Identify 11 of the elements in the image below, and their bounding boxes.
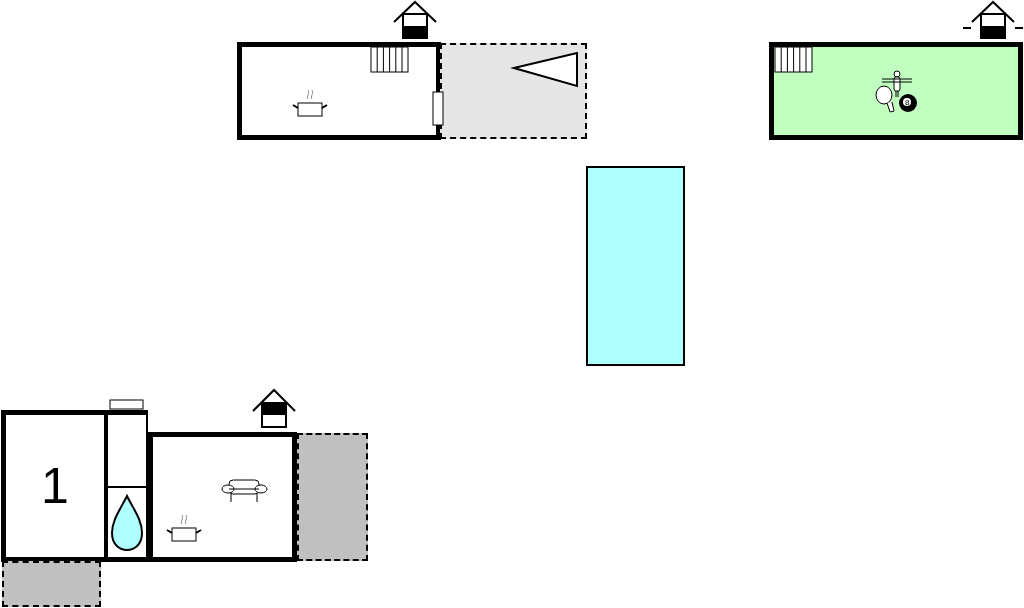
room-outline <box>1 410 106 562</box>
terrace-area <box>2 561 101 607</box>
ball-number: 8 <box>905 99 910 107</box>
room-outline <box>237 42 441 140</box>
terrace-area <box>297 433 368 561</box>
room-number: 1 <box>41 461 69 511</box>
room-outline <box>148 432 297 562</box>
room-outline <box>769 42 1023 140</box>
pool-area <box>586 166 685 366</box>
room-outline <box>106 410 148 486</box>
terrace-area <box>440 43 587 139</box>
